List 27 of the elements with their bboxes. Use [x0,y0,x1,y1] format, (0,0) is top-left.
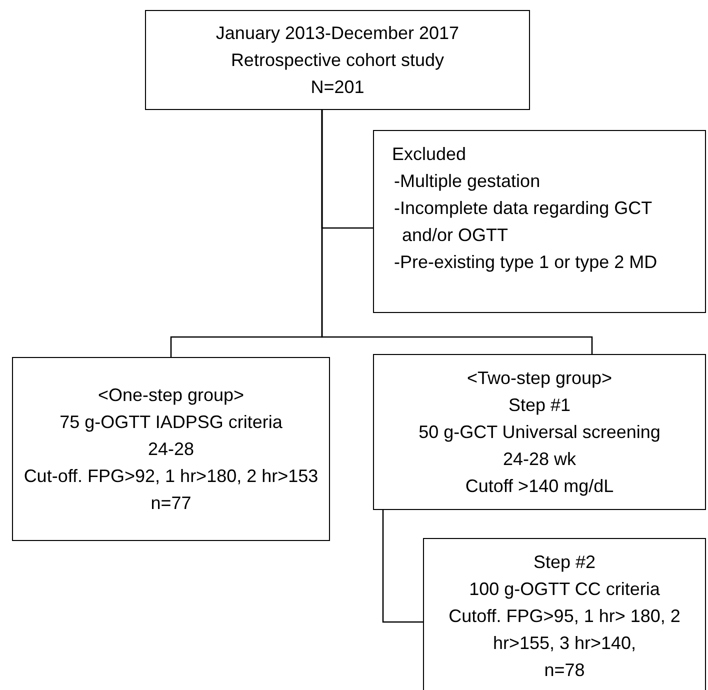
box-text: 75 g-OGTT IADPSG criteria [58,410,284,434]
flow-box [145,10,530,110]
box-text: Excluded [391,143,468,166]
box-text: -Incomplete data regarding GCT and/or OGTT [393,197,653,247]
connector-line [321,110,593,354]
flow-box [423,538,706,690]
box-text: Retrospective cohort study [230,48,446,72]
connector-line [382,510,423,623]
flow-box [373,354,706,510]
box-text: Cutoff >140 mg/dL [464,474,615,498]
box-text: <One-step group> [96,384,246,407]
box-text: Step #2 [532,551,597,574]
box-text: n=77 [150,492,192,514]
flow-box [12,357,330,541]
box-text: n=78 [543,659,586,682]
box-text: Step #1 [507,394,572,417]
box-text: -Pre-existing type 1 or type 2 MD [393,251,658,274]
box-text: January 2013-December 2017 [214,22,460,45]
box-text: 24-28 wk [502,448,578,470]
box-text: Cut-off. FPG>92, 1 hr>180, 2 hr>153 [22,464,320,488]
flow-box [373,130,706,313]
box-text: 50 g-GCT Universal screening [418,420,662,444]
box-text: 24-28 [146,438,196,460]
box-text: -Multiple gestation [393,170,542,193]
box-text: <Two-step group> [466,366,614,390]
box-text: N=201 [310,76,366,98]
box-text: 100 g-OGTT CC criteria [468,578,661,601]
